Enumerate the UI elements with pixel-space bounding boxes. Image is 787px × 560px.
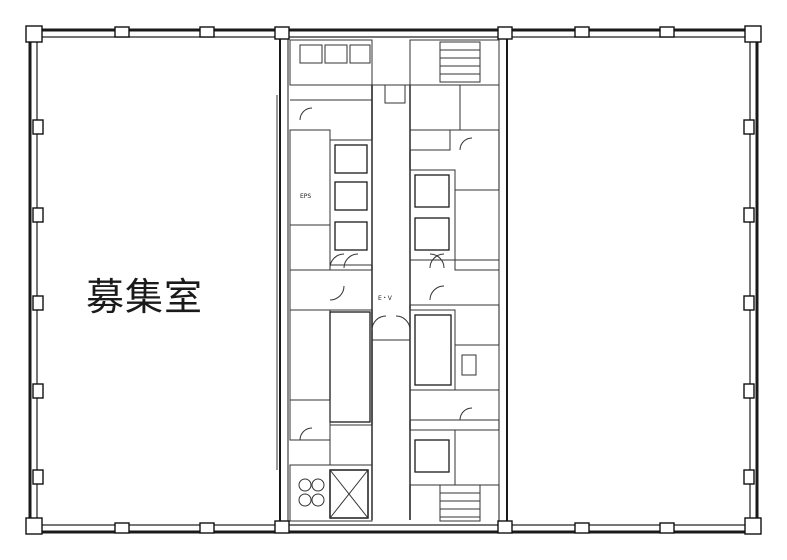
outer-walls xyxy=(28,28,759,534)
elevator-label: E・V xyxy=(378,295,393,302)
door-swings xyxy=(299,107,473,441)
perimeter-columns xyxy=(25,25,762,535)
left-core-rooms xyxy=(289,39,373,522)
vacancy-label: 募集室 xyxy=(86,275,204,319)
central-corridor xyxy=(371,84,411,520)
room-labels: EPS E・V xyxy=(300,193,393,302)
eps-label: EPS xyxy=(300,193,311,200)
right-core-rooms xyxy=(384,39,500,522)
core-walls xyxy=(276,37,508,525)
